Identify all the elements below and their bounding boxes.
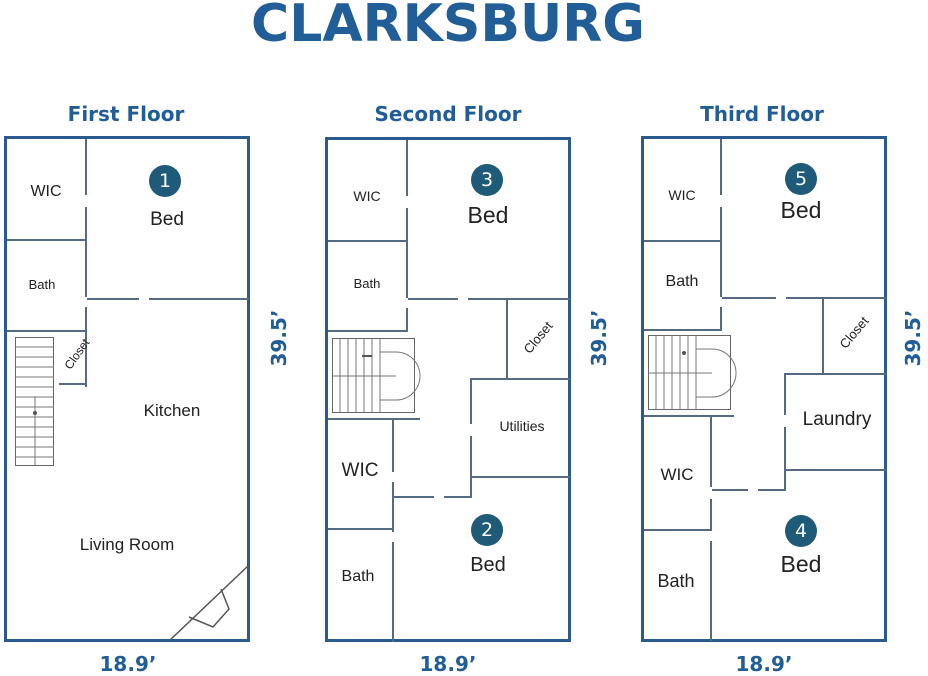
room-bath-bottom: Bath <box>657 571 695 591</box>
room-wic-top: WIC <box>353 188 381 204</box>
wall <box>7 330 85 332</box>
wall <box>720 139 722 195</box>
room-badge-1: 1 <box>149 165 181 197</box>
wall <box>470 476 570 478</box>
wall <box>149 298 249 300</box>
wall <box>786 469 886 471</box>
wall <box>784 427 786 489</box>
room-kitchen: Kitchen <box>143 401 201 420</box>
room-bed-bottom: Bed <box>780 551 822 577</box>
wall <box>85 207 87 297</box>
wall <box>328 240 406 242</box>
wall <box>720 207 722 297</box>
second-floor-plan: WIC Bath 3 Bed Closet Utilities WIC Bath… <box>325 137 571 642</box>
wall <box>406 208 408 298</box>
wall <box>392 420 394 472</box>
room-badge-5: 5 <box>785 163 817 195</box>
room-bed: Bed <box>150 209 184 230</box>
room-bath: Bath <box>28 277 56 292</box>
wall <box>786 297 886 299</box>
wall <box>712 489 748 491</box>
wall <box>710 499 712 531</box>
wall <box>59 383 87 385</box>
wall <box>506 300 508 378</box>
wall <box>644 329 720 331</box>
room-wic-bottom: WIC <box>341 460 379 481</box>
wall <box>406 308 408 332</box>
room-living: Living Room <box>79 535 175 554</box>
fireplace-icon <box>168 564 250 642</box>
wall <box>710 541 712 641</box>
wall <box>392 542 394 642</box>
wall <box>720 307 722 331</box>
wall <box>644 240 720 242</box>
first-floor-plan: WIC Bath 1 Bed Closet Kitchen Living Roo… <box>4 136 250 642</box>
wall <box>822 299 824 373</box>
room-bath-top: Bath <box>353 276 381 291</box>
staircase-icon <box>332 338 421 413</box>
third-floor-width: 18.9’ <box>735 652 793 676</box>
wall <box>394 496 434 498</box>
room-wic-bottom: WIC <box>660 465 694 484</box>
wall <box>328 528 392 530</box>
wall <box>328 330 406 332</box>
room-bed-bottom: Bed <box>470 554 506 576</box>
second-floor-width: 18.9’ <box>419 652 477 676</box>
wall <box>644 415 734 417</box>
first-floor-height: 39.5’ <box>267 309 291 367</box>
room-laundry: Laundry <box>802 409 872 430</box>
room-bed-top: Bed <box>467 202 509 228</box>
staircase-icon <box>648 335 737 410</box>
wall <box>87 298 139 300</box>
staircase-icon <box>15 337 54 466</box>
wall <box>7 239 85 241</box>
room-wic: WIC <box>30 183 62 200</box>
page-title: CLARKSBURG <box>251 0 645 54</box>
wall <box>758 489 786 491</box>
first-floor-label: First Floor <box>67 102 185 126</box>
wall <box>468 298 570 300</box>
third-floor-plan: WIC Bath 5 Bed Closet Laundry WIC Bath 4… <box>641 136 887 642</box>
room-utilities: Utilities <box>499 418 545 434</box>
second-floor-label: Second Floor <box>374 102 522 126</box>
room-bath-top: Bath <box>665 273 699 290</box>
room-badge-4: 4 <box>785 515 817 547</box>
wall <box>406 140 408 196</box>
wall <box>328 418 420 420</box>
room-closet: Closet <box>836 313 872 352</box>
first-floor-width: 18.9’ <box>99 652 157 676</box>
wall <box>784 373 886 375</box>
wall <box>784 375 786 415</box>
wall <box>470 378 570 380</box>
room-badge-2: 2 <box>471 514 503 546</box>
wall <box>470 436 472 498</box>
wall <box>644 529 710 531</box>
room-bath-bottom: Bath <box>341 568 375 585</box>
wall <box>392 482 394 532</box>
wall <box>444 496 472 498</box>
room-bed-top: Bed <box>780 197 822 223</box>
room-closet: Closet <box>520 318 556 357</box>
room-wic-top: WIC <box>668 187 696 203</box>
second-floor-height: 39.5’ <box>587 309 611 367</box>
wall <box>408 298 458 300</box>
room-closet: Closet <box>61 336 93 372</box>
wall <box>85 139 87 195</box>
wall <box>85 307 87 387</box>
room-badge-3: 3 <box>471 164 503 196</box>
third-floor-label: Third Floor <box>700 102 824 126</box>
wall <box>470 380 472 424</box>
third-floor-height: 39.5’ <box>901 309 925 367</box>
wall <box>710 417 712 487</box>
wall <box>722 297 776 299</box>
